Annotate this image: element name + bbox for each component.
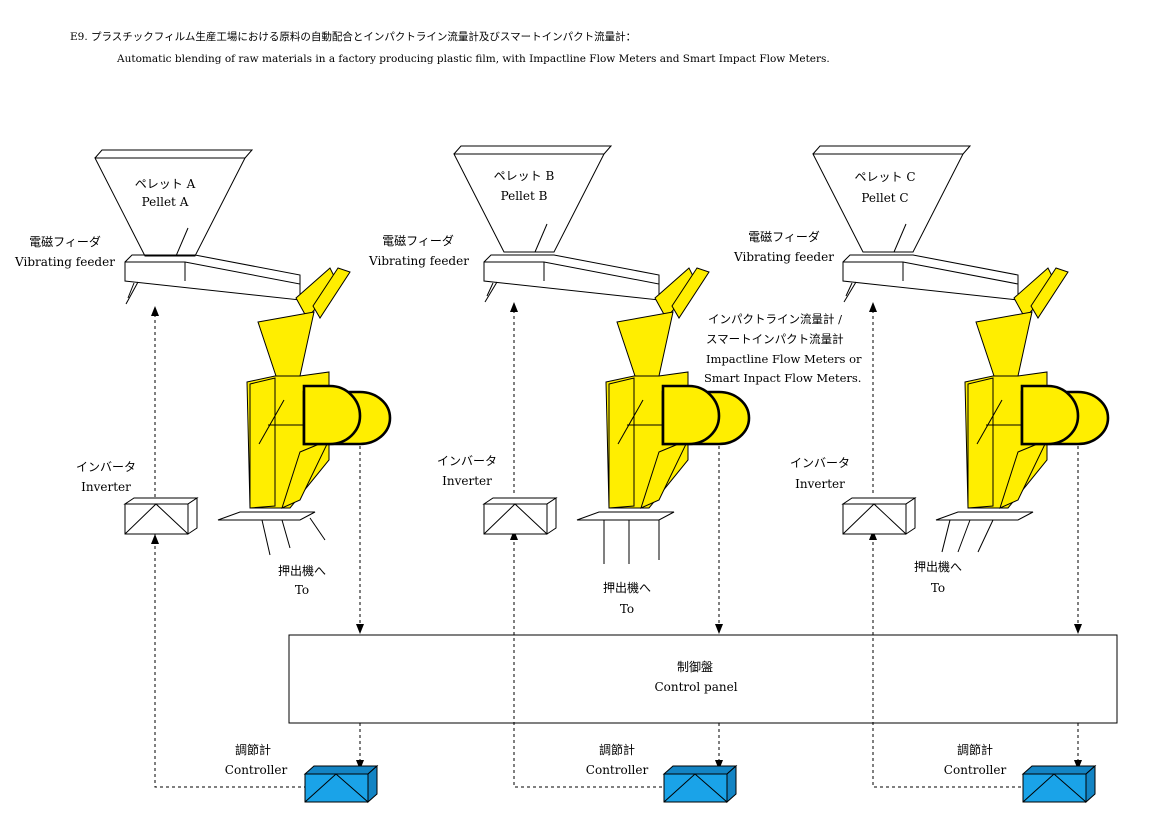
- vibrating-feeder-icon: [842, 254, 1019, 303]
- pellet-label-en: Pellet B: [501, 189, 548, 203]
- inverter-label-en: Inverter: [795, 477, 845, 491]
- extruder-label-en: To: [620, 602, 634, 616]
- hopper-icon: [812, 145, 972, 253]
- controller-box-icon: [303, 764, 379, 804]
- feeder-label-ja: 電磁フィーダ: [382, 233, 454, 248]
- process-unit-a: ペレット A Pellet A 電磁フィーダ Vibrating feeder: [14, 149, 392, 804]
- process-unit-b: ペレット B Pellet B 電磁フィーダ Vibrating feeder: [368, 145, 751, 804]
- inverter-label-en: Inverter: [81, 480, 131, 494]
- inverter-label-ja: インバータ: [437, 454, 497, 468]
- header-title-ja: E9. プラスチックフィルム生産工場における原料の自動配合とインパクトライン流量…: [70, 30, 636, 43]
- inverter-box-icon: [482, 497, 558, 535]
- controller-box-icon: [1021, 764, 1097, 804]
- control-panel-label-en: Control panel: [654, 680, 737, 694]
- process-unit-c: ペレット C Pellet C 電磁フィーダ Vibrating feeder: [733, 145, 1110, 804]
- feeder-label-en: Vibrating feeder: [368, 254, 469, 268]
- vibrating-feeder-icon: [124, 254, 301, 305]
- extruder-label-ja: 押出機へ: [278, 563, 326, 578]
- controller-box-icon: [662, 764, 738, 804]
- controller-label-ja: 調節計: [235, 742, 271, 757]
- inverter-label-ja: インバータ: [790, 456, 850, 470]
- controller-label-ja: 調節計: [599, 742, 635, 757]
- feeder-label-en: Vibrating feeder: [14, 255, 115, 269]
- impact-flow-meter-icon: [935, 267, 1110, 553]
- extruder-label-en: To: [931, 581, 945, 595]
- flowmeter-label-en-1: Impactline Flow Meters or: [706, 352, 862, 366]
- controller-label-en: Controller: [225, 763, 288, 777]
- extruder-label-ja: 押出機へ: [914, 559, 962, 574]
- feeder-label-ja: 電磁フィーダ: [29, 234, 101, 249]
- pellet-label-en: Pellet C: [861, 191, 908, 205]
- pellet-label-ja: ペレット A: [135, 177, 196, 191]
- control-panel: 制御盤 Control panel: [288, 634, 1118, 724]
- hopper-icon: [94, 149, 254, 257]
- extruder-label-ja: 押出機へ: [603, 580, 651, 595]
- flowmeter-annotation: インパクトライン流量計 / スマートインパクト流量計 Impactline Fl…: [704, 312, 862, 385]
- controller-label-en: Controller: [944, 763, 1007, 777]
- extruder-label-en: To: [295, 583, 309, 597]
- pellet-label-ja: ペレット C: [855, 170, 916, 184]
- flowmeter-label-ja-1: インパクトライン流量計 /: [708, 312, 842, 326]
- flowmeter-label-en-2: Smart Inpact Flow Meters.: [704, 371, 861, 385]
- flowmeter-label-ja-2: スマートインパクト流量計: [706, 332, 844, 346]
- impact-flow-meter-icon: [217, 267, 392, 556]
- inverter-label-en: Inverter: [442, 474, 492, 488]
- inverter-box-icon: [123, 497, 199, 535]
- inverter-box-icon: [841, 497, 917, 535]
- feeder-label-ja: 電磁フィーダ: [748, 229, 820, 244]
- controller-label-ja: 調節計: [957, 742, 993, 757]
- pellet-label-en: Pellet A: [142, 195, 189, 209]
- controller-label-en: Controller: [586, 763, 649, 777]
- inverter-label-ja: インバータ: [76, 460, 136, 474]
- impact-flow-meter-icon: [576, 267, 751, 564]
- control-panel-label-ja: 制御盤: [677, 659, 713, 674]
- feeder-label-en: Vibrating feeder: [733, 250, 834, 264]
- pellet-label-ja: ペレット B: [494, 169, 555, 183]
- vibrating-feeder-icon: [483, 254, 660, 303]
- header-title-en: Automatic blending of raw materials in a…: [116, 53, 830, 65]
- hopper-icon: [453, 145, 613, 253]
